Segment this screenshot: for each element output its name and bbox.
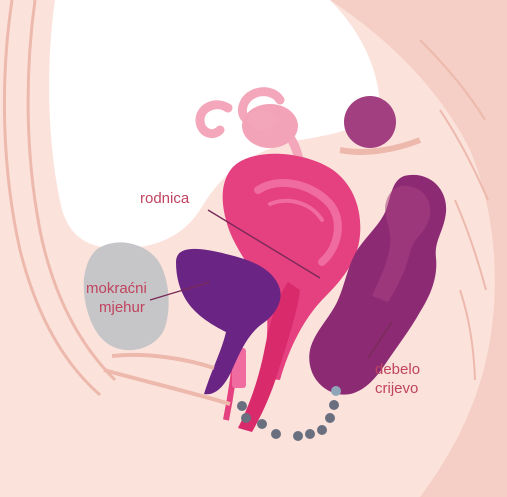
rectum-upper (344, 96, 396, 148)
bead (293, 431, 303, 441)
bead (325, 413, 335, 423)
bead (331, 386, 341, 396)
label-colon-line2: crijevo (375, 380, 418, 397)
label-vagina: rodnica (140, 190, 190, 207)
label-bladder-line2: mjehur (99, 299, 145, 316)
bead (271, 429, 281, 439)
bead (241, 413, 251, 423)
bead (257, 419, 267, 429)
ovary-highlight (248, 110, 276, 130)
bead (237, 401, 247, 411)
bead (329, 400, 339, 410)
bead (305, 429, 315, 439)
bead (317, 425, 327, 435)
label-colon-line1: debelo (375, 361, 420, 378)
label-bladder-line1: mokraćni (86, 280, 147, 297)
